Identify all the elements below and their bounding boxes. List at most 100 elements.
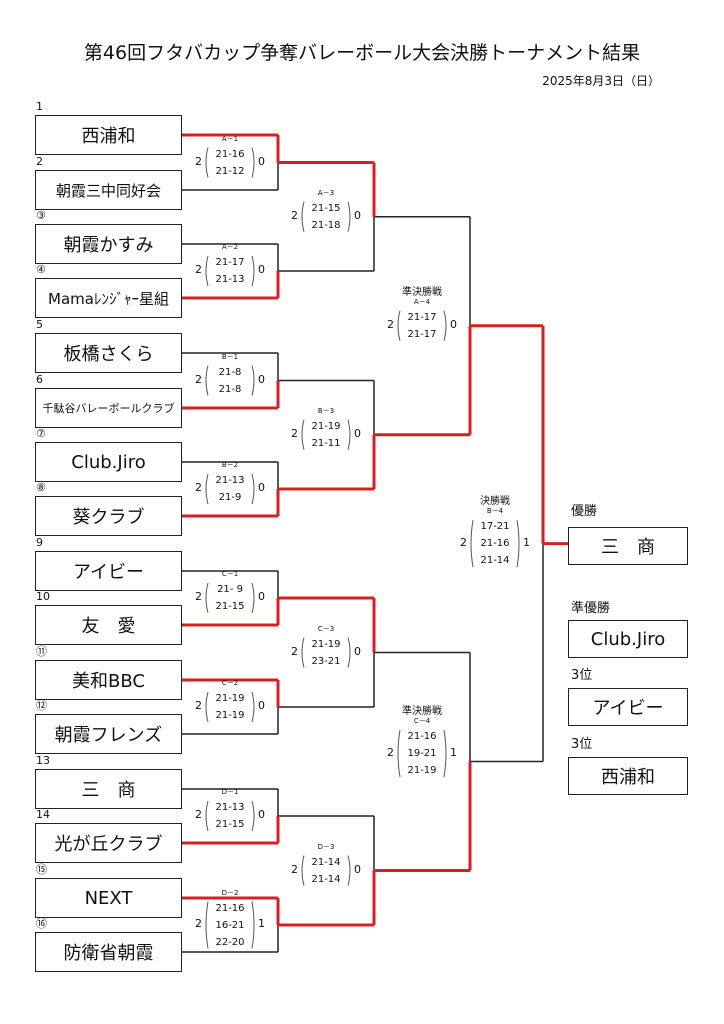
team-box: 朝霞フレンズ: [35, 714, 182, 754]
set-score: 21-19: [407, 765, 437, 776]
team-box: Mamaﾚﾝｼﾞｬｰ星組: [35, 278, 182, 318]
bracket-paren-right: [516, 520, 520, 568]
event-date: 2025年8月3日（日）: [542, 74, 660, 88]
set-score: 21-15: [311, 202, 341, 214]
third-place-label-2: 3位: [571, 737, 593, 752]
bracket-paren-left: [205, 147, 209, 178]
team-box: Club.Jiro: [35, 442, 182, 482]
match-id: B－2: [221, 461, 239, 469]
sets-won-right: 0: [258, 590, 265, 603]
bracket-paren-left: [301, 855, 305, 886]
set-score: 23-21: [311, 655, 341, 667]
bracket-paren-right: [443, 310, 447, 341]
team-box: 防衛省朝霞: [35, 932, 182, 972]
bracket-paren-left: [301, 201, 305, 232]
bracket-paren-right: [251, 901, 255, 949]
bracket-paren-left: [205, 582, 209, 614]
sets-won-left: 2: [291, 644, 298, 658]
team-seed: 6: [36, 373, 43, 386]
team-box: NEXT: [35, 878, 182, 918]
match-id: A－2: [221, 243, 239, 251]
team-box: 朝霞三中同好会: [35, 170, 182, 210]
stage-label: 準決勝戦: [402, 286, 442, 298]
stage-label: 決勝戦: [480, 496, 510, 508]
sets-won-right: 0: [258, 372, 265, 386]
team-box: 西浦和: [35, 115, 182, 155]
match-id: A－3: [317, 188, 335, 197]
sets-won-left: 2: [195, 263, 202, 276]
bracket-paren-right: [251, 255, 255, 287]
set-score: 21-17: [407, 328, 437, 340]
third-place-box-1: アイビー: [568, 688, 688, 726]
team-box: 光が丘クラブ: [35, 823, 182, 863]
sets-won-left: 2: [387, 317, 394, 331]
set-score: 21-17: [407, 311, 437, 323]
sets-won-left: 2: [291, 208, 298, 222]
team-seed: ⑫: [36, 699, 47, 712]
sets-won-right: 0: [354, 208, 361, 222]
sets-won-left: 2: [195, 808, 202, 821]
set-score: 21-13: [215, 802, 245, 813]
bracket-paren-left: [205, 800, 209, 832]
sets-won-right: 1: [523, 535, 530, 549]
sets-won-left: 2: [291, 862, 298, 876]
sets-won-left: 2: [195, 590, 202, 603]
bracket-paren-right: [251, 473, 255, 505]
set-score: 21-16: [407, 731, 437, 742]
set-score: 21-14: [311, 873, 341, 885]
sets-won-left: 2: [195, 917, 202, 930]
team-box: 美和BBC: [35, 660, 182, 700]
sets-won-left: 2: [195, 154, 202, 168]
sets-won-right: 0: [354, 862, 361, 876]
sets-won-right: 0: [354, 644, 361, 658]
set-score: 21-18: [311, 219, 341, 231]
set-score: 21-15: [215, 819, 245, 830]
set-score: 21-14: [311, 856, 341, 868]
set-score: 21-19: [215, 693, 245, 704]
team-seed: ③: [36, 209, 46, 222]
match-id: D－1: [221, 788, 239, 796]
bracket-paren-right: [251, 691, 255, 723]
champion-box: 三 商: [568, 527, 688, 565]
set-score: 21-11: [311, 437, 341, 449]
bracket-paren-left: [205, 255, 209, 287]
bracket-paren-left: [397, 729, 401, 778]
match-id: D－3: [317, 842, 335, 851]
team-seed: ⑦: [36, 427, 46, 440]
team-seed: 9: [36, 536, 43, 549]
set-score: 21-15: [215, 601, 245, 612]
bracket-paren-right: [251, 147, 255, 178]
match-id: C－2: [221, 679, 239, 687]
sets-won-left: 2: [460, 535, 467, 549]
match-id: A－4: [413, 297, 431, 306]
bracket-paren-left: [301, 637, 305, 668]
bracket-paren-right: [347, 419, 351, 450]
set-score: 21-9: [218, 492, 242, 503]
set-score: 22-20: [215, 936, 245, 948]
bracket-paren-left: [470, 520, 474, 568]
sets-won-left: 2: [195, 481, 202, 494]
team-seed: 13: [36, 754, 50, 767]
set-score: 21-19: [311, 420, 341, 432]
set-score: 21- 9: [217, 584, 243, 595]
sets-won-right: 0: [258, 263, 265, 276]
team-seed: 5: [36, 318, 43, 331]
sets-won-right: 0: [258, 808, 265, 821]
team-box: 朝霞かすみ: [35, 224, 182, 264]
match-id: C－3: [317, 624, 335, 633]
set-score: 21-12: [215, 165, 245, 177]
set-score: 16-21: [215, 919, 245, 931]
set-score: 17-21: [480, 521, 510, 533]
sets-won-right: 1: [258, 917, 265, 930]
match-id: B－1: [221, 352, 239, 361]
match-id: A－1: [221, 134, 239, 143]
team-seed: 1: [36, 100, 43, 113]
bracket-paren-left: [205, 691, 209, 723]
team-seed: ⑧: [36, 481, 46, 494]
set-score: 21-8: [218, 366, 242, 378]
runner-up-label: 準優勝: [571, 601, 611, 616]
set-score: 21-13: [215, 274, 245, 285]
sets-won-left: 2: [291, 426, 298, 440]
bracket-paren-left: [205, 365, 209, 396]
